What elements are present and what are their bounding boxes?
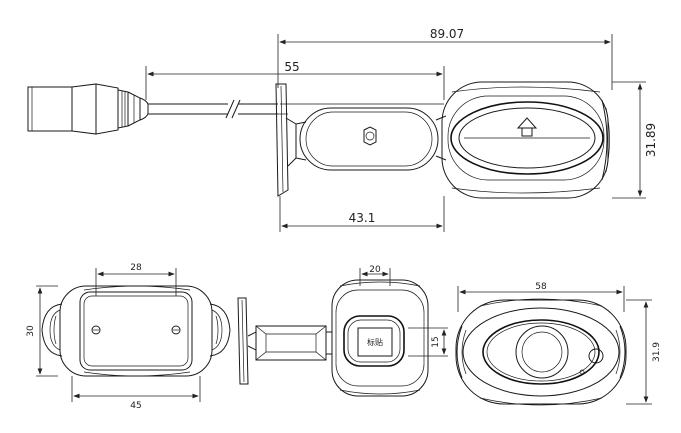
bottom-right-view: 58 31.9 [455,282,662,406]
screw-icon [91,325,101,335]
label-sticker [357,327,393,357]
sensor-icon [588,348,604,364]
dim-overall-length: 89.07 [277,27,613,90]
connector-plug [27,83,149,135]
dim-label-base: 55 [284,60,299,74]
dim-label-overall: 89.07 [430,27,464,41]
lens-icon [515,325,569,379]
bottom-left-view: 28 30 45 [26,263,231,411]
camera-head [441,81,610,199]
dim-head-height: 31.89 [612,81,658,199]
bottom-mount-side-view [237,297,333,385]
dim-label-20: 20 [369,265,381,275]
top-side-view: 89.07 55 31.89 43.1 [27,27,658,232]
dim-base-length: 55 [145,60,445,100]
dim-label-45: 45 [130,401,141,411]
dim-label-mount: 43.1 [349,211,376,225]
dim-label-28: 28 [130,263,142,273]
head-link [435,115,447,161]
label-sticker-text: 标贴 [367,337,383,347]
dim-mount-length: 43.1 [279,196,445,232]
mount-flange [275,83,297,197]
up-arrow-icon [516,117,538,137]
mount-body [299,107,439,171]
dim-label-58: 58 [535,282,547,292]
cable [148,99,278,119]
dim-label-31-9: 31.9 [652,342,662,362]
screw-icon [171,325,181,335]
bottom-front-view: 标贴 20 15 [331,265,448,397]
dim-label-30: 30 [26,325,36,337]
dim-label-15: 15 [431,336,441,347]
dim-label-height: 31.89 [644,123,658,157]
